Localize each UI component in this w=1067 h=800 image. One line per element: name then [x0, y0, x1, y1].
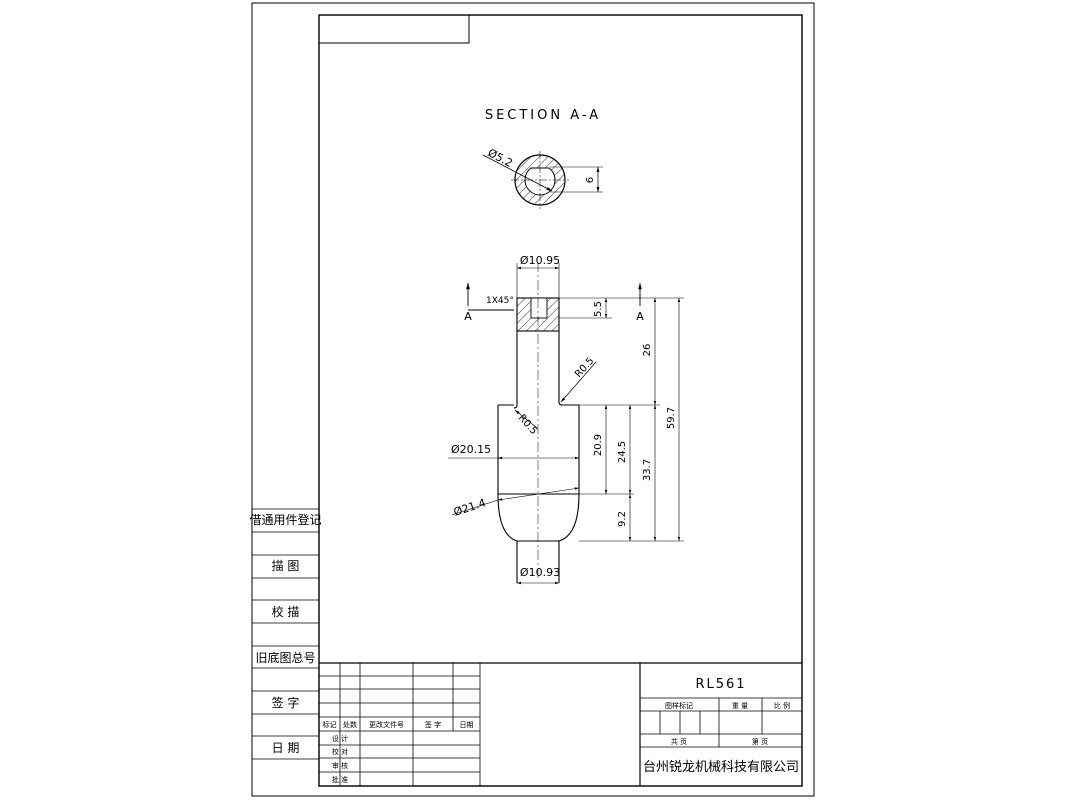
dim-9-2: 9.2	[617, 511, 628, 527]
dim-33-7: 33.7	[642, 459, 653, 481]
side-label-date: 日 期	[272, 741, 300, 755]
label-scale: 比 例	[774, 701, 790, 710]
sheet-frame	[251, 2, 815, 797]
side-label-trace: 描 图	[272, 559, 300, 573]
section-title: SECTION A-A	[485, 108, 601, 123]
side-label-borrow-register: 借通用件登记	[249, 512, 321, 527]
rev-header-date: 日期	[460, 721, 474, 729]
side-block: 借通用件登记 描 图 校 描 旧底图总号 签 字 日 期	[249, 508, 322, 760]
chamfer-dim: 1X45°	[486, 296, 514, 306]
dim-26: 26	[642, 344, 653, 357]
radius-lower-dim: R0.5	[516, 413, 539, 437]
body-diameter-dim: Ø20.15	[451, 443, 491, 456]
rev-header-doc: 更改文件号	[369, 720, 404, 729]
rev-header-count: 处数	[343, 720, 357, 729]
role-design: 设 计	[332, 734, 348, 743]
side-label-old-number: 旧底图总号	[255, 650, 315, 665]
section-flat-dim: 6	[585, 177, 596, 183]
dim-5-5: 5.5	[593, 301, 604, 317]
side-label-check-trace: 校 描	[272, 604, 300, 619]
role-approve: 批 准	[332, 775, 348, 784]
cut-label-right: A	[636, 310, 644, 323]
section-bore-dim: Ø5.2	[486, 146, 515, 170]
radius-upper-dim: R0.5	[573, 356, 596, 380]
role-review: 审 核	[332, 761, 348, 770]
dim-20-9: 20.9	[593, 434, 604, 456]
company-name: 台州锐龙机械科技有限公司	[643, 760, 799, 775]
cut-label-left: A	[464, 310, 472, 323]
rev-header-sign: 签 字	[425, 720, 441, 729]
title-block: RL561 图样标记 重 量 比 例 共 页 第 页 台州锐龙机械科技有限公司	[639, 663, 802, 786]
rev-header-mark: 标记	[323, 720, 337, 729]
top-diameter-dim: Ø10.95	[520, 254, 560, 267]
bottom-diameter-dim: Ø10.93	[520, 566, 560, 579]
label-weight: 重 量	[732, 702, 748, 710]
label-sheet-no: 第 页	[752, 737, 768, 746]
revision-table: 标记 处数 更改文件号 签 字 日期 设 计 校 对 审 核 批 准	[319, 662, 802, 786]
dome-diameter-dim: Ø21.4	[452, 496, 488, 519]
dim-24-5: 24.5	[617, 441, 628, 463]
side-label-signature: 签 字	[272, 695, 300, 710]
section-a-a-view: SECTION A-A Ø5.2 6	[482, 108, 603, 209]
part-number: RL561	[695, 677, 746, 692]
dim-59-7: 59.7	[666, 407, 677, 429]
role-check: 校 对	[332, 747, 348, 756]
main-part-view: A A 1X45° Ø10.95 5.5 26 59.7 20.9	[448, 254, 684, 585]
label-drawing-mark: 图样标记	[665, 701, 693, 710]
label-total-sheets: 共 页	[671, 737, 687, 746]
